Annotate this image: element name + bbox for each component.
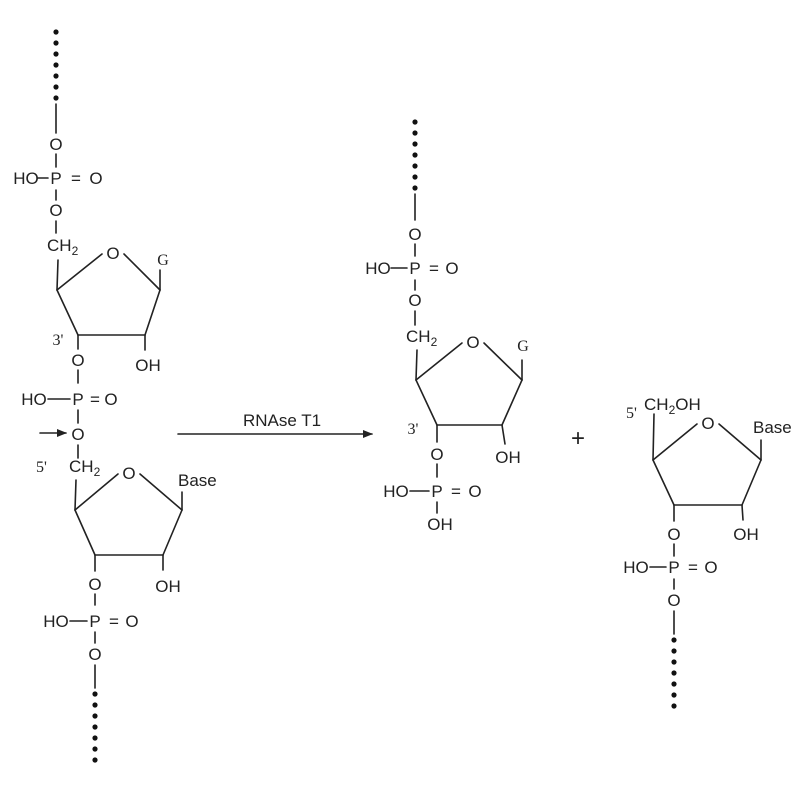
ring-oxygen: O bbox=[122, 464, 135, 483]
reaction-arrow: RNAse T1 bbox=[177, 411, 373, 438]
atom-o: O bbox=[49, 135, 62, 154]
double-bond: = bbox=[688, 558, 698, 577]
chain-continuation-bottom bbox=[92, 691, 98, 763]
double-bond: = bbox=[429, 259, 439, 278]
atom-o: O bbox=[104, 390, 117, 409]
substrate-molecule: O HO P = O O CH2 O G OH 3' O HO bbox=[13, 29, 217, 763]
five-prime-label: 5' bbox=[36, 459, 47, 476]
atom-o: O bbox=[88, 575, 101, 594]
chain-continuation-top bbox=[53, 29, 59, 101]
ribose-ring-guanosine: O G OH 3' bbox=[53, 244, 170, 375]
group-ch2: CH2 bbox=[47, 236, 79, 258]
atom-o: O bbox=[89, 169, 102, 188]
hydroxyl-oh: OH bbox=[155, 577, 181, 596]
hydroxyl-oh: OH bbox=[495, 448, 521, 467]
ribose-ring-base: O Base OH bbox=[652, 413, 792, 544]
product-guanosine-3-phosphate: O HO P = O O CH2 O G OH 3' O HO P bbox=[365, 119, 529, 534]
atom-o: O bbox=[667, 591, 680, 610]
bridging-oxygen: O bbox=[71, 425, 84, 444]
enzyme-label: RNAse T1 bbox=[243, 411, 321, 430]
atom-o: O bbox=[430, 445, 443, 464]
atom-ho: HO bbox=[365, 259, 391, 278]
three-prime-label: 3' bbox=[408, 421, 419, 438]
ring-oxygen: O bbox=[106, 244, 119, 263]
base-guanine-label: G bbox=[157, 252, 169, 269]
ribose-ring-base: O Base OH bbox=[74, 464, 217, 596]
chain-continuation-bottom bbox=[671, 637, 677, 709]
chain-continuation-top bbox=[412, 119, 418, 191]
product-nucleotide-fragment: 5' CH2OH O Base OH O HO P = O O bbox=[623, 395, 792, 709]
atom-o: O bbox=[125, 612, 138, 631]
atom-o: O bbox=[445, 259, 458, 278]
double-bond: = bbox=[71, 169, 81, 188]
atom-o: O bbox=[704, 558, 717, 577]
atom-o: O bbox=[408, 225, 421, 244]
group-ch2: CH2 bbox=[406, 327, 438, 349]
atom-p: P bbox=[431, 482, 442, 501]
atom-o: O bbox=[71, 351, 84, 370]
hydroxyl-oh: OH bbox=[427, 515, 453, 534]
atom-ho: HO bbox=[43, 612, 69, 631]
atom-o: O bbox=[468, 482, 481, 501]
atom-ho: HO bbox=[21, 390, 47, 409]
ring-oxygen: O bbox=[466, 333, 479, 352]
five-prime-label: 5' bbox=[626, 405, 637, 422]
hydroxyl-oh: OH bbox=[733, 525, 759, 544]
double-bond: = bbox=[109, 612, 119, 631]
base-label: Base bbox=[753, 418, 792, 437]
atom-ho: HO bbox=[383, 482, 409, 501]
group-ch2: CH2 bbox=[69, 457, 101, 479]
atom-p: P bbox=[409, 259, 420, 278]
atom-o: O bbox=[667, 525, 680, 544]
hydroxyl-oh: OH bbox=[135, 356, 161, 375]
atom-ho: HO bbox=[623, 558, 649, 577]
plus-sign: + bbox=[571, 425, 585, 452]
atom-p: P bbox=[89, 612, 100, 631]
three-prime-label: 3' bbox=[53, 332, 64, 349]
atom-p: P bbox=[72, 390, 83, 409]
atom-ho: HO bbox=[13, 169, 39, 188]
atom-p: P bbox=[50, 169, 61, 188]
ribose-ring-guanosine: O G OH 3' bbox=[408, 333, 530, 467]
atom-o: O bbox=[408, 291, 421, 310]
atom-o: O bbox=[49, 201, 62, 220]
base-label: Base bbox=[178, 471, 217, 490]
base-guanine-label: G bbox=[517, 338, 529, 355]
group-ch2oh: CH2OH bbox=[644, 395, 701, 417]
atom-p: P bbox=[668, 558, 679, 577]
ring-oxygen: O bbox=[701, 414, 714, 433]
atom-o: O bbox=[88, 645, 101, 664]
double-bond: = bbox=[90, 390, 100, 409]
double-bond: = bbox=[451, 482, 461, 501]
